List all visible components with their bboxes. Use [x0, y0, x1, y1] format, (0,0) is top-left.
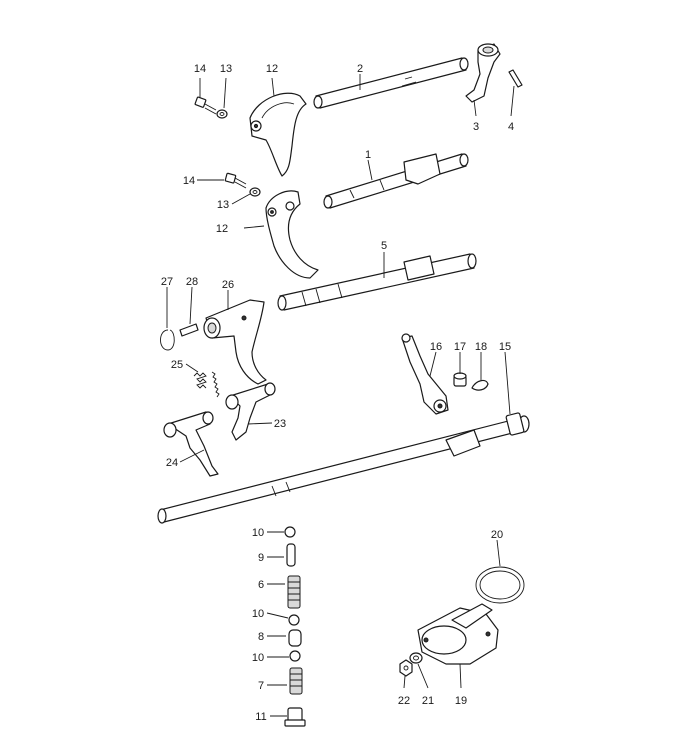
part-6-spring [287, 575, 301, 609]
callout-5: 5 [381, 240, 387, 252]
callout-8: 8 [258, 631, 264, 643]
leader-25 [185, 363, 199, 373]
part-26-shift-fork [203, 299, 267, 385]
callout-2: 2 [357, 63, 363, 75]
callout-labels: 1 2 3 4 5 6 7 8 9 10 10 10 11 12 12 13 1… [161, 63, 514, 723]
callout-9: 9 [258, 552, 264, 564]
callout-13b: 13 [217, 199, 229, 211]
part-7-spring [289, 667, 303, 695]
leader-19 [459, 663, 462, 689]
leader-24 [179, 449, 205, 463]
part-5-shift-rod [277, 253, 477, 311]
part-8-plunger [288, 629, 302, 647]
leader-16 [429, 351, 437, 377]
part-19-shift-housing [417, 603, 499, 665]
leader-22 [403, 675, 406, 689]
part-20-o-ring [475, 566, 525, 604]
part-11-plug [284, 707, 306, 727]
part-15-main-shift-rod [157, 412, 530, 524]
part-10-ball-3 [289, 650, 301, 662]
callout-11: 11 [255, 711, 266, 723]
callout-25: 25 [171, 359, 183, 371]
callout-10c: 10 [252, 652, 264, 664]
part-25-springs [193, 371, 220, 398]
part-1-shift-rod [323, 153, 469, 209]
callout-14b: 14 [183, 175, 195, 187]
callout-22: 22 [398, 695, 410, 707]
part-22-nut [399, 659, 413, 677]
part-4-pin [508, 69, 523, 88]
leader-12a [271, 77, 275, 97]
callout-17: 17 [454, 341, 466, 353]
callout-14a: 14 [194, 63, 206, 75]
part-13-washer-upper [216, 109, 228, 119]
callout-23: 23 [274, 418, 286, 430]
leader-28 [189, 286, 193, 325]
callout-18: 18 [475, 341, 487, 353]
callout-21: 21 [422, 695, 434, 707]
callout-6: 6 [258, 579, 264, 591]
leader-12b [243, 225, 265, 229]
leader-13a [223, 77, 227, 109]
callout-28: 28 [186, 276, 198, 288]
callout-13a: 13 [220, 63, 232, 75]
part-28-pin [179, 323, 199, 337]
part-21-washer [409, 652, 423, 664]
callout-24: 24 [166, 457, 178, 469]
callout-16: 16 [430, 341, 442, 353]
part-9-pin [286, 543, 296, 567]
leader-15 [504, 351, 511, 415]
part-24-selector-lever [163, 411, 219, 477]
leader-23 [247, 422, 273, 425]
part-3-selector-finger [465, 43, 501, 103]
part-18-clip [471, 379, 489, 391]
callout-10a: 10 [252, 527, 264, 539]
callout-12b: 12 [216, 223, 228, 235]
part-14-bolt-lower [224, 172, 247, 189]
leader-3 [473, 99, 477, 117]
callout-1: 1 [365, 149, 371, 161]
part-12-shift-fork-upper [249, 92, 307, 177]
part-2-selector-rod [313, 57, 469, 109]
callout-26: 26 [222, 279, 234, 291]
leader-lines [166, 74, 515, 717]
callout-27: 27 [161, 276, 173, 288]
part-14-bolt-upper [194, 96, 217, 115]
callout-19: 19 [455, 695, 467, 707]
leader-20 [496, 539, 501, 567]
callout-12a: 12 [266, 63, 278, 75]
callout-20: 20 [491, 529, 503, 541]
leader-21 [417, 663, 429, 689]
callout-3: 3 [473, 121, 479, 133]
leader-4 [510, 85, 515, 117]
leader-1 [367, 159, 373, 181]
part-12-shift-fork-lower [265, 190, 319, 279]
leader-10b [266, 612, 289, 619]
part-10-ball-1 [284, 526, 296, 538]
callout-7: 7 [258, 680, 264, 692]
callout-15: 15 [499, 341, 511, 353]
part-27-circlip [160, 329, 175, 351]
part-17-bushing [453, 372, 467, 387]
part-13-washer-lower [249, 187, 261, 197]
part-16-lever [401, 333, 449, 415]
part-23-selector-lever [225, 382, 276, 441]
callout-4: 4 [508, 121, 514, 133]
part-10-ball-2 [288, 614, 300, 626]
callout-10b: 10 [252, 608, 264, 620]
leader-13b [231, 193, 251, 205]
